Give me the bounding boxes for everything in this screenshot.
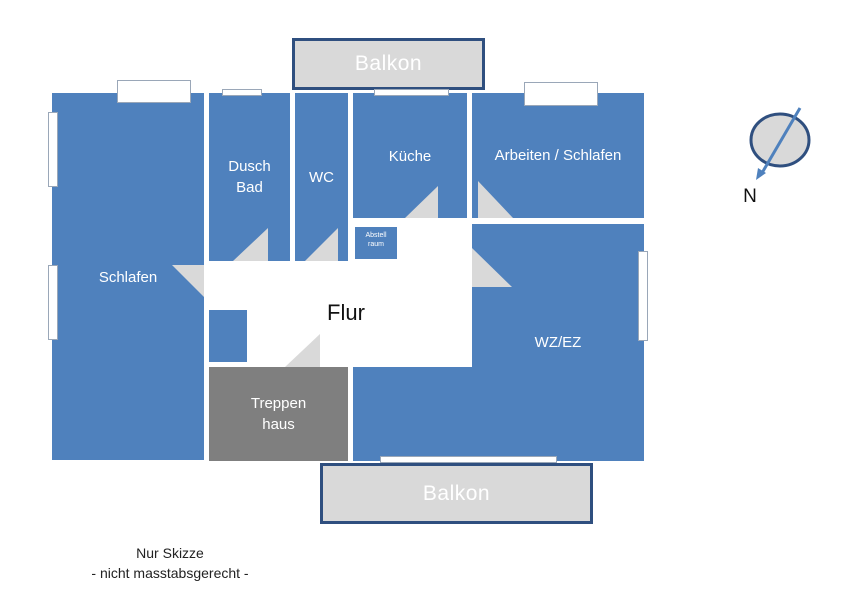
balcony-bottom: Balkon [320, 463, 593, 524]
room-schlafen-label: Schlafen [98, 269, 158, 286]
sketch-note: Nur Skizze - nicht masstabsgerecht - [60, 543, 280, 583]
room-kueche [353, 93, 467, 218]
sketch-note-line1: Nur Skizze [136, 545, 204, 561]
compass-label: N [743, 186, 757, 207]
door-duschbad [233, 228, 268, 261]
window-schlafen-top [117, 80, 191, 103]
sketch-note-line2: - nicht masstabsgerecht - [91, 565, 249, 581]
flur-cupboard [209, 310, 247, 362]
window-schlafen-left-2 [48, 265, 58, 340]
door-arbeiten [478, 181, 513, 218]
door-treppenhaus [285, 334, 320, 367]
room-abstellraum-label: Abstell raum [365, 232, 387, 248]
room-arbeiten-label: Arbeiten / Schlafen [494, 147, 622, 164]
room-flur-label: Flur [327, 300, 365, 325]
room-kueche-label: Küche [388, 148, 432, 165]
room-treppenhaus-label: Treppen haus [250, 395, 307, 433]
window-schlafen-left-1 [48, 112, 58, 187]
room-duschbad-label: Dusch Bad [228, 158, 271, 196]
door-kueche [405, 186, 438, 218]
room-wzez-label: WZ/EZ [534, 334, 582, 351]
door-wc [305, 228, 338, 261]
compass-icon [749, 107, 811, 180]
door-schlafen [172, 265, 204, 297]
window-duschbad [222, 89, 262, 96]
window-kueche [374, 89, 449, 96]
room-treppenhaus [209, 367, 348, 461]
room-wc-label: WC [309, 169, 334, 186]
window-wzez-right [638, 251, 648, 341]
room-duschbad [209, 93, 290, 261]
room-abstellraum [355, 227, 397, 259]
room-arbeiten [472, 93, 644, 218]
door-wzez [472, 248, 512, 287]
window-wzez-bottom [380, 456, 557, 463]
balcony-top: Balkon [292, 38, 485, 90]
room-wc [295, 93, 348, 261]
room-schlafen [52, 93, 204, 460]
window-arbeiten [524, 82, 598, 106]
room-wzez-lower [353, 367, 644, 461]
